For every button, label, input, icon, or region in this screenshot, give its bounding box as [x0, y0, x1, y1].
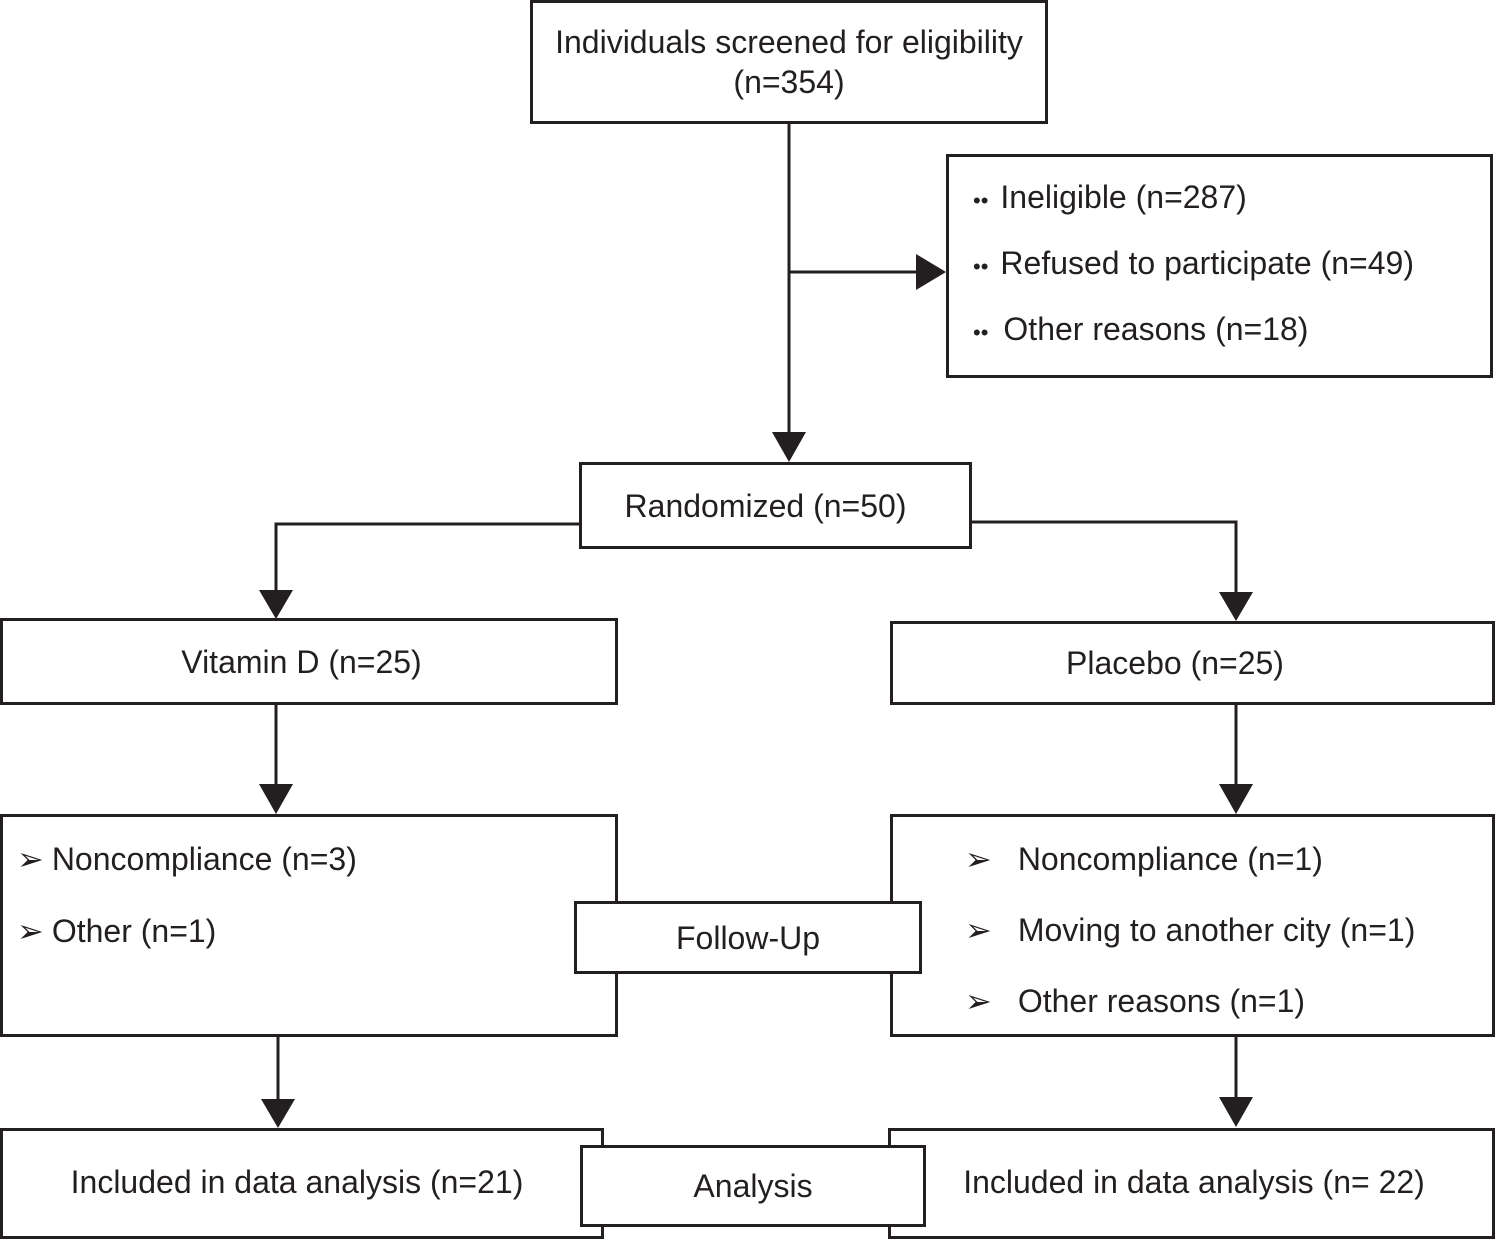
arrowhead-to-randomized [772, 432, 806, 462]
arrowhead-to-left-analysis [261, 1099, 295, 1128]
arrowhead-to-excluded [916, 254, 946, 290]
screened-title: Individuals screened for eligibility [555, 24, 1023, 60]
left-analysis-box: Included in data analysis (n=21) [0, 1128, 604, 1239]
randomized-box: Randomized (n=50) [579, 462, 972, 549]
right-analysis-label: Included in data analysis (n= 22) [963, 1163, 1425, 1200]
left-followup-item-noncompliance: ➢Noncompliance (n=3) [17, 841, 357, 877]
arrow-bullet-icon: ➢ [965, 983, 992, 1019]
arrowhead-to-placebo [1219, 592, 1253, 621]
right-followup-item-noncompliance: ➢Noncompliance (n=1) [965, 841, 1323, 877]
vitamin-d-box: Vitamin D (n=25) [0, 618, 618, 705]
right-followup-item-other: ➢Other reasons (n=1) [965, 983, 1306, 1019]
screened-count: (n=354) [733, 64, 845, 100]
screened-box: Individuals screened for eligibility (n=… [530, 0, 1048, 124]
excluded-box: ••Ineligible (n=287) ••Refused to partic… [946, 154, 1493, 378]
arrowhead-to-left-followup [259, 784, 293, 814]
right-followup-box: ➢Noncompliance (n=1) ➢Moving to another … [890, 814, 1495, 1037]
bullet-icon: •• [973, 320, 989, 345]
analysis-label: Analysis [693, 1168, 813, 1204]
right-followup-item-moving: ➢Moving to another city (n=1) [965, 912, 1416, 948]
arrow-bullet-icon: ➢ [17, 841, 44, 877]
followup-label-box: Follow-Up [574, 901, 922, 974]
left-analysis-label: Included in data analysis (n=21) [70, 1163, 524, 1200]
arrow-bullet-icon: ➢ [17, 913, 44, 949]
analysis-label-box: Analysis [580, 1145, 926, 1227]
arrowhead-to-right-followup [1219, 784, 1253, 814]
placebo-label: Placebo (n=25) [1066, 645, 1284, 681]
right-analysis-box: Included in data analysis (n= 22) [888, 1128, 1495, 1239]
bullet-icon: •• [973, 188, 989, 213]
excluded-item-other: ••Other reasons (n=18) [973, 309, 1308, 353]
placebo-box: Placebo (n=25) [890, 621, 1495, 705]
arrow-bullet-icon: ➢ [965, 841, 992, 877]
followup-label: Follow-Up [675, 919, 821, 956]
excluded-item-refused: ••Refused to participate (n=49) [973, 243, 1414, 287]
excluded-item-ineligible: ••Ineligible (n=287) [973, 177, 1247, 221]
left-followup-item-other: ➢Other (n=1) [17, 913, 217, 949]
arrow-bullet-icon: ➢ [965, 912, 992, 948]
randomized-label: Randomized (n=50) [624, 487, 907, 524]
vitamin-d-label: Vitamin D (n=25) [181, 643, 422, 680]
left-followup-box: ➢Noncompliance (n=3) ➢Other (n=1) [0, 814, 618, 1037]
bullet-icon: •• [973, 254, 989, 279]
arrowhead-to-right-analysis [1219, 1097, 1253, 1127]
arrowhead-to-vitamin-d [259, 590, 293, 619]
